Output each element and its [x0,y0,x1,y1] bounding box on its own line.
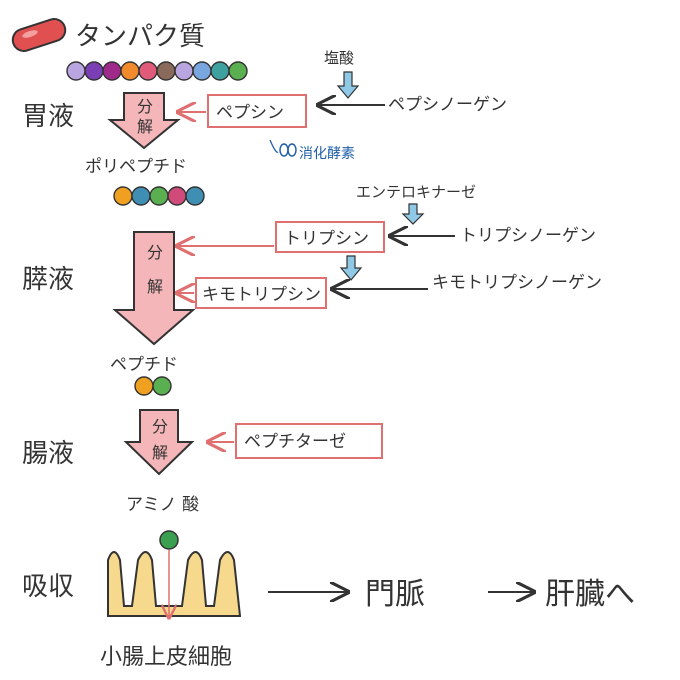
peptide-bead-chain [134,376,172,396]
digestive-enzyme-note: 消化酵素 [299,146,355,162]
protein-pill-icon [11,18,67,52]
breakdown-arrow-pancreas: 分 解 [112,231,196,346]
enzyme-pepsin: ペプシン [207,94,307,128]
stage-intestine: 腸液 [22,439,74,469]
activator-enterokinase: エンテロキナーゼ [356,183,476,201]
breakdown-label-pancreas-2: 解 [147,277,163,296]
breakdown-label-stomach-2: 解 [137,117,153,136]
breakdown-arrow-intestine: 分 解 [123,409,195,476]
enzyme-trypsin: トリプシン [275,221,385,253]
breakdown-label-intestine-1: 分 [152,417,168,436]
amino-acid-bead [138,61,158,81]
amino-acid-bead [66,61,86,81]
amino-acid-bead [134,376,154,396]
amino-acid-bead [156,61,176,81]
amino-acid-bead [152,376,172,396]
breakdown-label-stomach-1: 分 [137,97,153,116]
product-polypeptide: ポリペプチド [85,157,187,177]
activator-hcl: 塩酸 [324,49,354,67]
svg-text:トリプシン: トリプシン [284,229,369,249]
enterokinase-activation-arrow [401,203,425,225]
breakdown-label-pancreas-1: 分 [147,243,163,262]
hcl-activation-arrow [336,71,360,99]
svg-text:キモトリプシン: キモトリプシン [202,285,321,305]
amino-acid-bead [167,186,187,206]
title: タンパク質 [75,22,205,52]
polypeptide-bead-chain [113,186,205,206]
stage-stomach: 胃液 [22,102,74,132]
destination-liver: 肝臓へ [545,577,635,612]
protein-bead-chain [66,61,248,81]
trypsin-activation-arrow [339,255,363,281]
breakdown-arrow-stomach: 分 解 [107,92,181,150]
amino-acid-bead [174,61,194,81]
amino-acid-bead [228,61,248,81]
amino-acid-bead [159,530,179,550]
stage-pancreas: 膵液 [22,265,74,295]
svg-text:ペプシン: ペプシン [216,103,284,123]
precursor-chymotrypsinogen: キモトリプシノーゲン [432,273,602,293]
intestinal-villi [107,551,242,617]
amino-acid-bead [192,61,212,81]
amino-acid-bead [84,61,104,81]
enzyme-peptidase: ペプチターゼ [235,423,383,459]
enzyme-chymotrypsin: キモトリプシン [195,277,327,309]
product-amino-acid: アミノ 酸 [126,495,199,515]
amino-acid-bead [131,186,151,206]
amino-acid-bead [149,186,169,206]
breakdown-label-intestine-2: 解 [152,443,168,462]
svg-text:ペプチターゼ: ペプチターゼ [244,432,346,452]
precursor-pepsinogen: ペプシノーゲン [388,95,507,115]
amino-acid-bead [102,61,122,81]
destination-portal-vein: 門脈 [365,577,425,612]
product-peptide: ペプチド [110,355,178,375]
amino-acid-bead [113,186,133,206]
precursor-trypsinogen: トリプシノーゲン [460,226,596,246]
amino-acid-bead [210,61,230,81]
amino-acid-bead [120,61,140,81]
cell-label: 小腸上皮細胞 [100,645,232,670]
stage-absorption: 吸収 [22,572,74,602]
butterfly-icon [269,139,297,157]
amino-acid-bead [185,186,205,206]
